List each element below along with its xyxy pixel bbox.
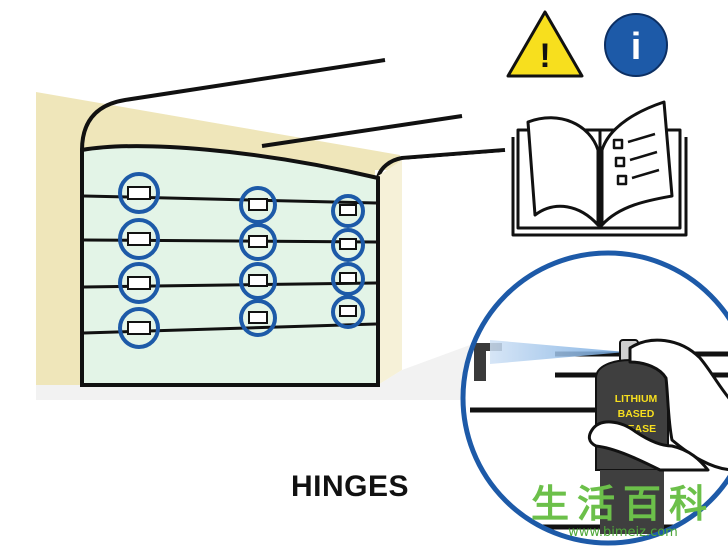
open-book-icon	[511, 100, 688, 237]
hinge-highlights	[118, 172, 365, 349]
zoom-ring	[460, 250, 728, 546]
hand	[587, 338, 728, 472]
can-label-line-2: BASED	[618, 408, 655, 420]
watermark-text: 生活百科	[530, 481, 715, 526]
warning-triangle-icon: !	[506, 10, 584, 78]
zoom-callout: LITHIUM BASED REASE	[460, 250, 728, 546]
spray-mist	[490, 340, 626, 364]
warning-symbol: !	[539, 37, 550, 75]
hinges-caption: HINGES	[291, 470, 410, 503]
ceiling-rails	[80, 58, 506, 179]
garage-door	[80, 144, 380, 387]
info-circle-icon: i	[604, 13, 668, 77]
site-watermark: 生活百科 www.bimeiz.com	[518, 482, 728, 540]
watermark-url: www.bimeiz.com	[568, 525, 678, 540]
hinges	[127, 186, 357, 335]
can-label-line-1: LITHIUM	[615, 393, 658, 405]
info-symbol: i	[631, 26, 642, 68]
